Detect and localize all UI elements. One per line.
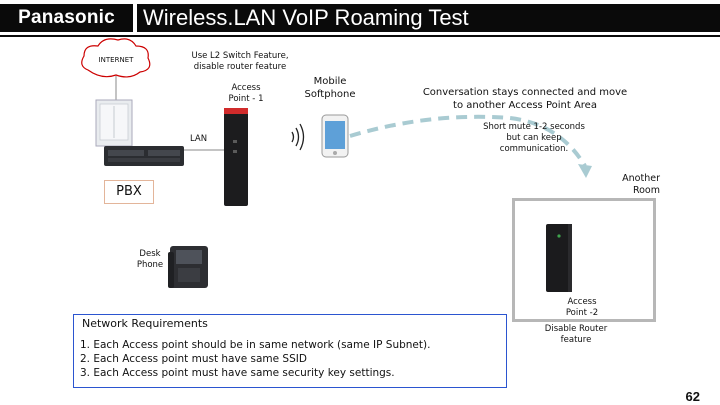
ap1-label-line-1: Access bbox=[231, 83, 261, 93]
access-point-2-icon bbox=[546, 224, 572, 292]
requirements-list: 1. Each Access point should be in same n… bbox=[80, 338, 430, 380]
desk-phone-icon bbox=[168, 246, 208, 288]
ap2-label-line-1: Access bbox=[567, 297, 597, 307]
internet-label: INTERNET bbox=[99, 56, 135, 64]
requirement-item: 1. Each Access point should be in same n… bbox=[80, 339, 431, 351]
desk-label-line-2: Phone bbox=[136, 260, 164, 270]
requirements-title: Network Requirements bbox=[82, 317, 208, 330]
switch-note-line-2: disable router feature bbox=[193, 62, 287, 72]
another-room-label: Another Room bbox=[578, 173, 660, 197]
access-point-1-label: Access Point - 1 bbox=[218, 83, 274, 105]
another-room-line-2: Room bbox=[632, 185, 660, 196]
conversation-note-line-1: Conversation stays connected and move bbox=[422, 87, 628, 98]
conversation-note: Conversation stays connected and move to… bbox=[406, 86, 644, 112]
mobile-label-line-2: Softphone bbox=[304, 89, 356, 100]
roaming-arrow-head bbox=[578, 164, 592, 178]
access-point-2-label: Access Point -2 bbox=[556, 297, 608, 319]
another-room-line-1: Another bbox=[622, 173, 660, 184]
mobile-phone-icon bbox=[321, 114, 349, 158]
disable-router-line-2: feature bbox=[560, 335, 592, 345]
lan-label: LAN bbox=[190, 134, 208, 144]
conversation-note-line-2: to another Access Point Area bbox=[453, 100, 597, 111]
l2-switch-icon bbox=[95, 99, 133, 147]
mute-note-line-1: Short mute 1-2 seconds bbox=[483, 122, 585, 132]
mobile-softphone-label: Mobile Softphone bbox=[288, 75, 372, 101]
wifi-signal-icon bbox=[291, 123, 305, 151]
short-mute-note: Short mute 1-2 seconds but can keep comm… bbox=[470, 122, 598, 155]
another-room-box bbox=[512, 198, 656, 322]
requirement-item: 3. Each Access point must have same secu… bbox=[80, 367, 395, 379]
roaming-path-arrow bbox=[349, 114, 587, 168]
disable-router-label: Disable Router feature bbox=[534, 324, 618, 346]
panasonic-logo: Panasonic bbox=[0, 4, 133, 32]
mute-note-line-3: communication. bbox=[499, 144, 569, 154]
pbx-label: PBX bbox=[104, 180, 154, 204]
header: Panasonic Wireless.LAN VoIP Roaming Test bbox=[0, 0, 720, 40]
network-requirements-box: Network Requirements 1. Each Access poin… bbox=[73, 314, 507, 388]
internet-cloud-icon: INTERNET bbox=[81, 38, 151, 78]
switch-note-line-1: Use L2 Switch Feature, bbox=[191, 51, 289, 61]
mute-note-line-2: but can keep bbox=[506, 133, 562, 143]
requirement-item: 2. Each Access point must have same SSID bbox=[80, 353, 307, 365]
desk-phone-label: Desk Phone bbox=[132, 249, 168, 271]
switch-feature-note: Use L2 Switch Feature, disable router fe… bbox=[178, 51, 302, 73]
ap2-label-line-2: Point -2 bbox=[565, 308, 599, 318]
page-title: Wireless.LAN VoIP Roaming Test bbox=[137, 4, 720, 32]
access-point-1-icon bbox=[224, 108, 248, 206]
ap1-label-line-2: Point - 1 bbox=[228, 94, 264, 104]
title-underline bbox=[0, 35, 720, 37]
disable-router-line-1: Disable Router bbox=[544, 324, 608, 334]
desk-label-line-1: Desk bbox=[139, 249, 161, 259]
page-number: 62 bbox=[685, 389, 700, 404]
mobile-label-line-1: Mobile bbox=[313, 76, 347, 87]
pbx-unit-icon bbox=[104, 146, 184, 166]
